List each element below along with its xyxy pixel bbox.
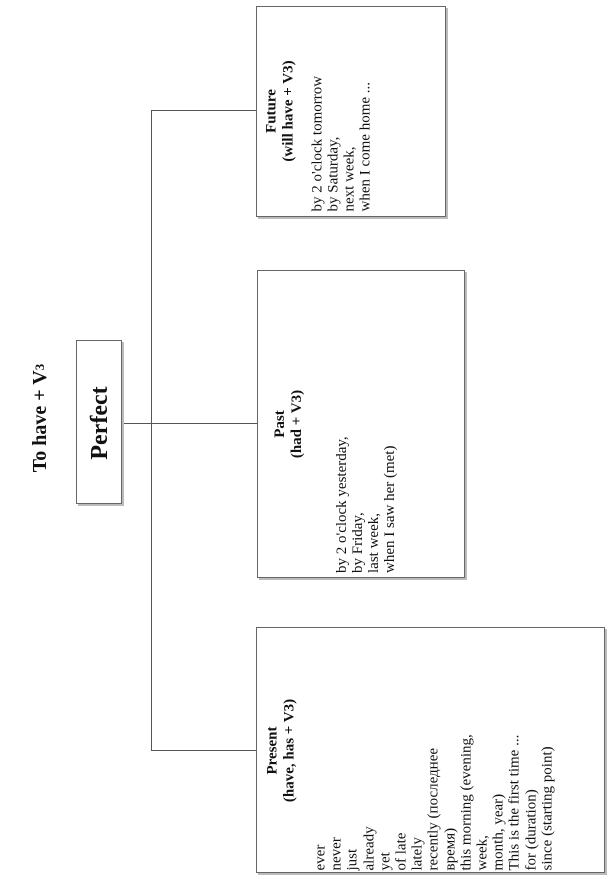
present-box: Present (have, has + V3) ever never just… [256, 627, 605, 873]
past-heading: Past [272, 410, 288, 438]
connector-past-branch [151, 423, 257, 424]
future-box: Future (will have + V3) by 2 o'clock tom… [256, 6, 446, 217]
list-item: This is the first time ... [506, 734, 523, 871]
future-content: Future (will have + V3) by 2 o'clock tom… [258, 7, 448, 218]
root-label: Perfect [86, 386, 113, 460]
past-content: Past (had + V3) by 2 o'clock yesterday, … [258, 271, 466, 579]
past-box: Past (had + V3) by 2 o'clock yesterday, … [257, 270, 465, 578]
list-item: since (starting point) [539, 746, 556, 871]
list-item: when I saw her (met) [382, 445, 398, 573]
list-item: week, [474, 835, 491, 871]
list-item: recently (последнее [425, 747, 442, 871]
future-subheading: (will have + V3) [280, 60, 297, 162]
list-item: this morning (evening, [458, 734, 475, 871]
list-item: last week, [366, 513, 382, 573]
list-item: by Friday, [350, 512, 366, 573]
list-item: next week, [341, 146, 358, 212]
present-content: Present (have, has + V3) ever never just… [257, 629, 606, 875]
past-subheading: (had + V3) [289, 389, 305, 459]
list-item: время) [442, 827, 459, 871]
list-item: by 2 o'clock tomorrow [309, 75, 326, 212]
future-list: by 2 o'clock tomorrow by Saturday, next … [310, 11, 374, 212]
connector-present-branch [151, 750, 256, 751]
list-item: just [344, 848, 361, 871]
list-item: by Saturday, [325, 136, 342, 212]
connector-future-branch [151, 110, 256, 111]
list-item: never [328, 837, 345, 871]
present-list: ever never just already yet of late late… [312, 631, 556, 871]
list-item: month, year) [490, 793, 507, 871]
list-item: by 2 o'clock yesterday, [334, 436, 350, 573]
connector-root-stem [122, 423, 152, 424]
past-list: by 2 o'clock yesterday, by Friday, last … [334, 275, 398, 573]
list-item: already [361, 826, 378, 871]
list-item: of late [393, 832, 410, 871]
title-main: To have + V [28, 370, 51, 473]
connector-vertical-trunk [151, 110, 152, 750]
present-heading: Present [264, 726, 281, 775]
root-box: Perfect [76, 340, 122, 504]
list-item: yet [377, 852, 394, 871]
present-subheading: (have, has + V3) [281, 698, 298, 803]
list-item: when I come home ... [357, 81, 374, 212]
title-subscript: 3 [32, 363, 47, 371]
list-item: lately [409, 837, 426, 871]
list-item: for (duration) [523, 789, 540, 871]
list-item: ever [312, 844, 329, 871]
future-heading: Future [263, 89, 280, 133]
